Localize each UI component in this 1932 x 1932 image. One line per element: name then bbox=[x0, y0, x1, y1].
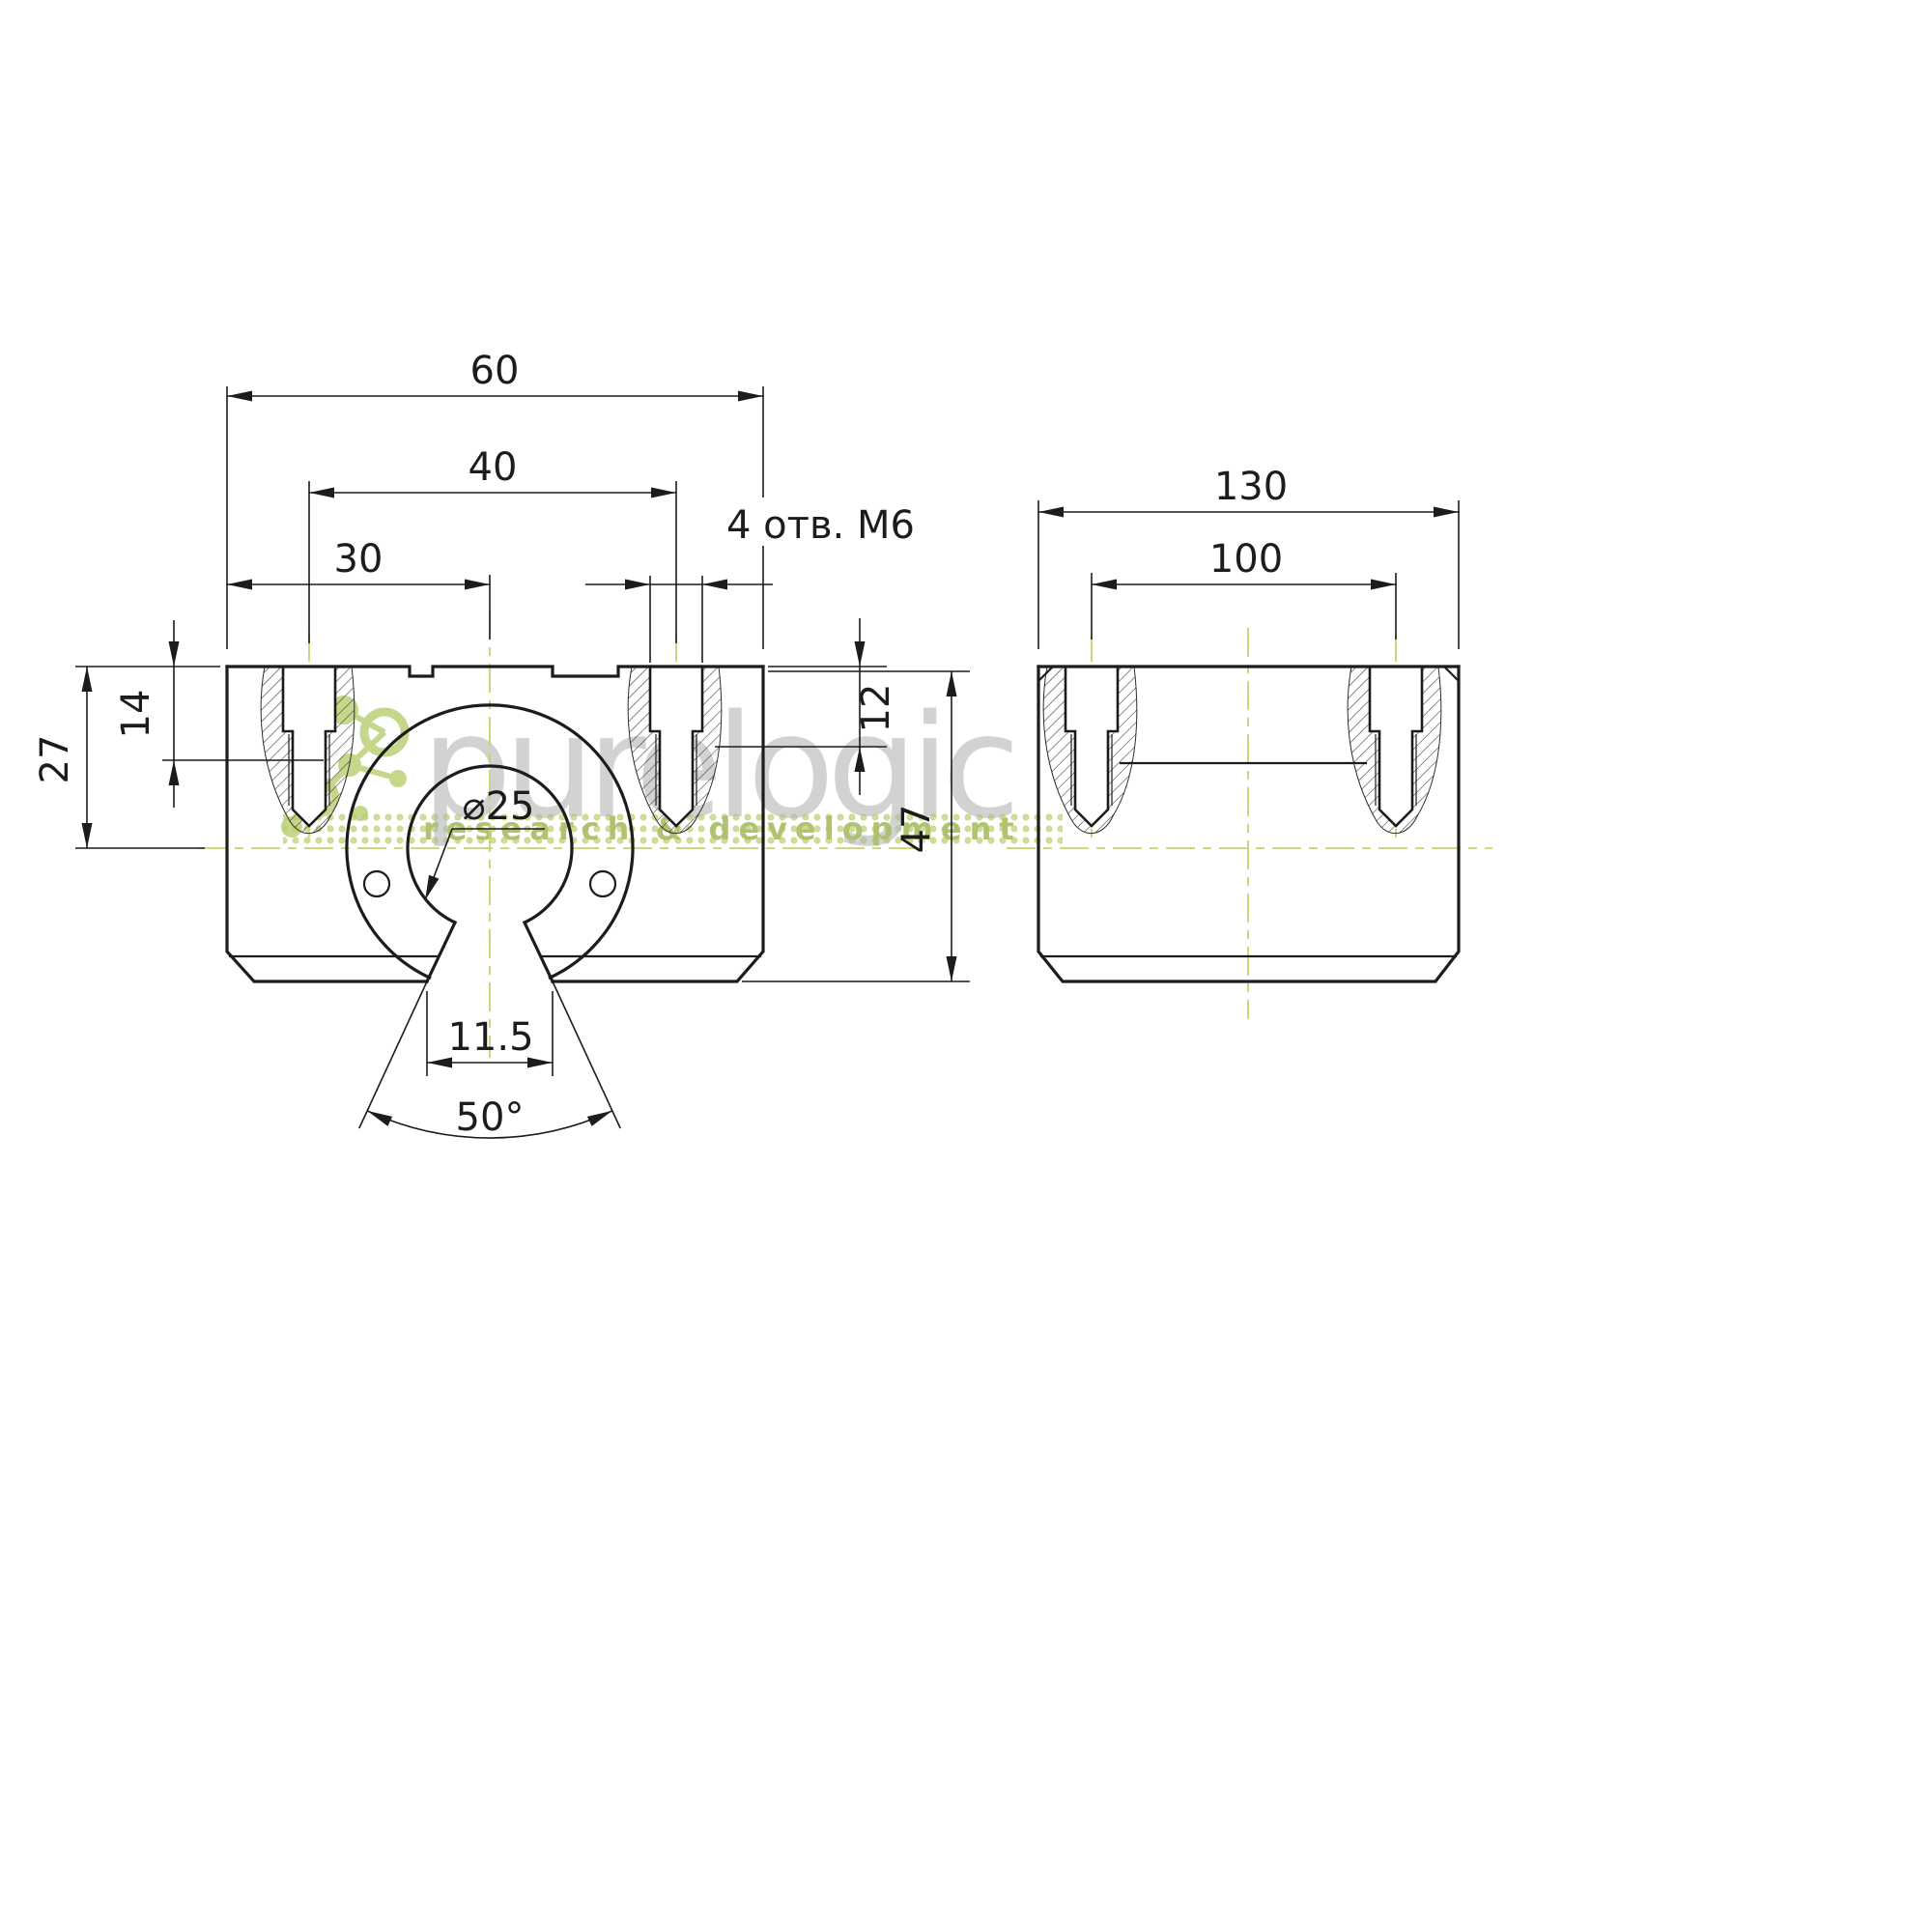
dim-27-label: 27 bbox=[33, 735, 77, 784]
dim-14: 14 bbox=[75, 620, 324, 808]
dim-holes-note: 4 отв. M6 bbox=[585, 503, 915, 663]
dim-30: 30 bbox=[227, 537, 491, 639]
dim-12: 12 bbox=[715, 618, 898, 795]
dim-130-label: 130 bbox=[1214, 465, 1288, 509]
dim-12-label: 12 bbox=[854, 684, 898, 733]
logo-dot bbox=[353, 806, 368, 821]
dim-47-label: 47 bbox=[895, 805, 939, 854]
dim-40-label: 40 bbox=[469, 445, 518, 490]
section-hole-side-left bbox=[1041, 665, 1139, 835]
dim-100: 100 bbox=[1091, 537, 1397, 639]
front-top-edge bbox=[225, 665, 765, 678]
dim-11-5-label: 11.5 bbox=[447, 1015, 533, 1060]
dim-47: 47 bbox=[742, 670, 970, 982]
dim-100-label: 100 bbox=[1209, 537, 1283, 582]
section-hole-side-right bbox=[1346, 665, 1443, 835]
dimensions-front: 60 40 30 4 отв. M6 bbox=[33, 349, 970, 1140]
dim-bore-diameter: ⌀25 bbox=[424, 784, 545, 901]
dim-14-label: 14 bbox=[114, 690, 158, 739]
dim-130: 130 bbox=[1037, 465, 1460, 649]
flange-hole-left bbox=[362, 869, 391, 898]
flange-hole-right bbox=[588, 869, 617, 898]
dim-40: 40 bbox=[308, 445, 677, 643]
bore-circle bbox=[406, 764, 574, 925]
dim-30-label: 30 bbox=[334, 537, 384, 582]
dim-27: 27 bbox=[33, 667, 205, 849]
side-body-outline bbox=[1037, 665, 1461, 983]
slot-edges bbox=[424, 920, 555, 984]
dimensions-side: 130 100 bbox=[1037, 465, 1460, 649]
logo-dot bbox=[389, 770, 407, 787]
bore-diameter-label: ⌀25 bbox=[463, 784, 535, 829]
dim-slot-angle: 50° bbox=[358, 980, 621, 1140]
angle-leg-left bbox=[358, 980, 428, 1129]
dim-11-5: 11.5 bbox=[426, 991, 554, 1076]
angle-arc bbox=[366, 1110, 613, 1139]
dim-60-label: 60 bbox=[470, 349, 520, 393]
side-corner-chamfers bbox=[1037, 665, 1461, 683]
flange-circle bbox=[345, 703, 635, 980]
leader-line bbox=[424, 828, 453, 901]
side-view bbox=[1037, 665, 1461, 983]
holes-note-label: 4 отв. M6 bbox=[726, 503, 915, 548]
slot-angle-label: 50° bbox=[456, 1095, 525, 1140]
dim-60: 60 bbox=[226, 349, 764, 649]
front-view bbox=[225, 665, 765, 984]
section-hole-front-left bbox=[259, 665, 356, 835]
angle-leg-right bbox=[552, 980, 621, 1129]
front-body-outline bbox=[225, 665, 765, 983]
